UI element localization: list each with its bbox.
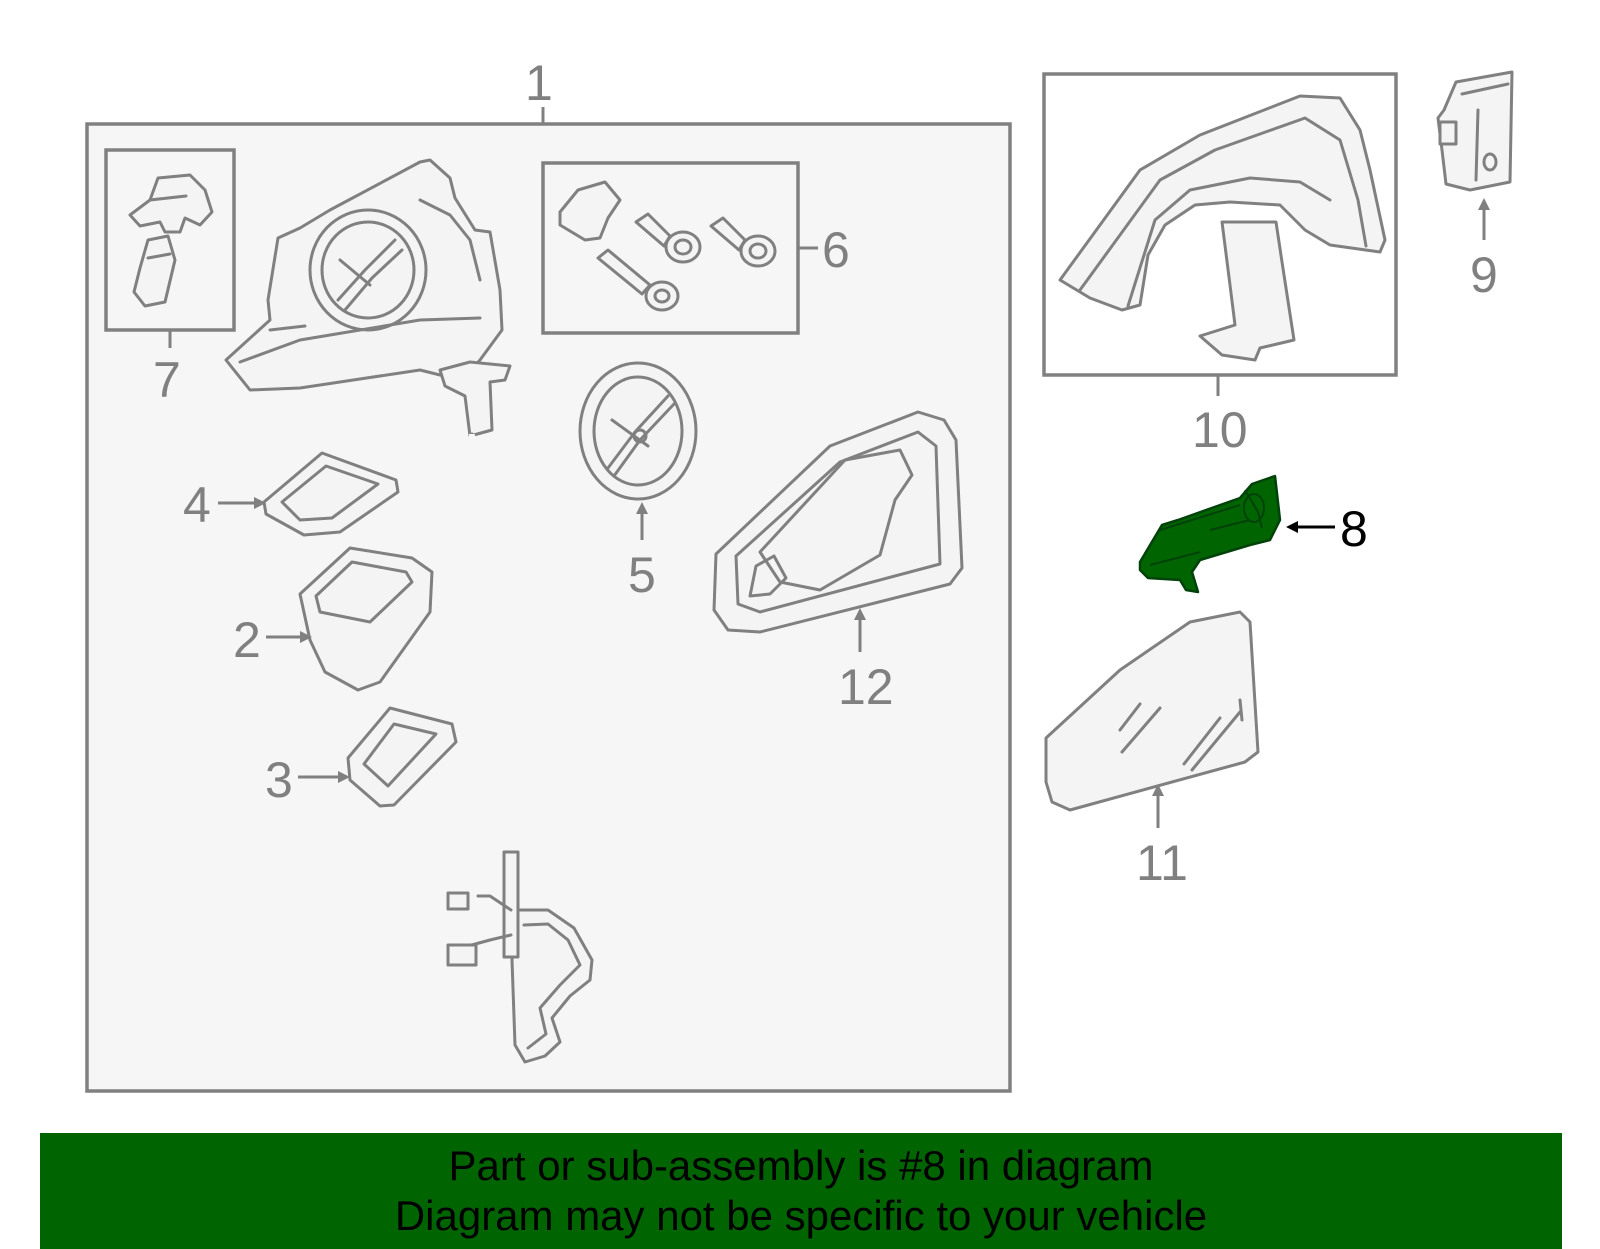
part-cable-harness	[446, 432, 594, 1064]
callout-3: 3	[265, 752, 293, 808]
part-12-mirror-frame	[712, 410, 964, 634]
arrow-11	[1152, 784, 1164, 796]
arrow-2	[300, 631, 312, 643]
callout-1: 1	[525, 55, 553, 111]
info-banner: Part or sub-assembly is #8 in diagram Di…	[40, 1133, 1562, 1249]
arrow-8	[1286, 521, 1298, 533]
arrow-12	[854, 608, 866, 620]
callout-5: 5	[628, 547, 656, 603]
callout-9: 9	[1470, 247, 1498, 303]
callout-4: 4	[183, 477, 211, 533]
arrow-4	[254, 497, 266, 509]
banner-line-1: Part or sub-assembly is #8 in diagram	[448, 1142, 1154, 1189]
arrow-9	[1478, 198, 1490, 210]
callout-12: 12	[838, 659, 894, 715]
callout-2: 2	[233, 612, 261, 668]
callout-6: 6	[822, 222, 850, 278]
part-mirror-housing	[224, 158, 512, 438]
banner-line-2: Diagram may not be specific to your vehi…	[394, 1192, 1208, 1239]
arrow-5	[636, 502, 648, 514]
part-10-cover	[1058, 94, 1387, 362]
arrow-3	[338, 771, 350, 783]
part-8-highlighted-bracket	[1138, 474, 1282, 594]
part-5	[578, 361, 698, 501]
callout-10: 10	[1192, 402, 1248, 458]
part-7-clip	[128, 173, 214, 308]
part-4	[262, 451, 400, 537]
part-11-mirror-glass	[1044, 610, 1260, 812]
callout-8: 8	[1340, 501, 1368, 557]
callout-11: 11	[1136, 835, 1188, 891]
part-2	[298, 546, 434, 692]
part-9	[1436, 70, 1514, 192]
callout-7: 7	[153, 352, 181, 408]
part-3	[346, 706, 458, 808]
sub-box-10	[1042, 72, 1398, 377]
part-6-fasteners	[558, 180, 777, 312]
